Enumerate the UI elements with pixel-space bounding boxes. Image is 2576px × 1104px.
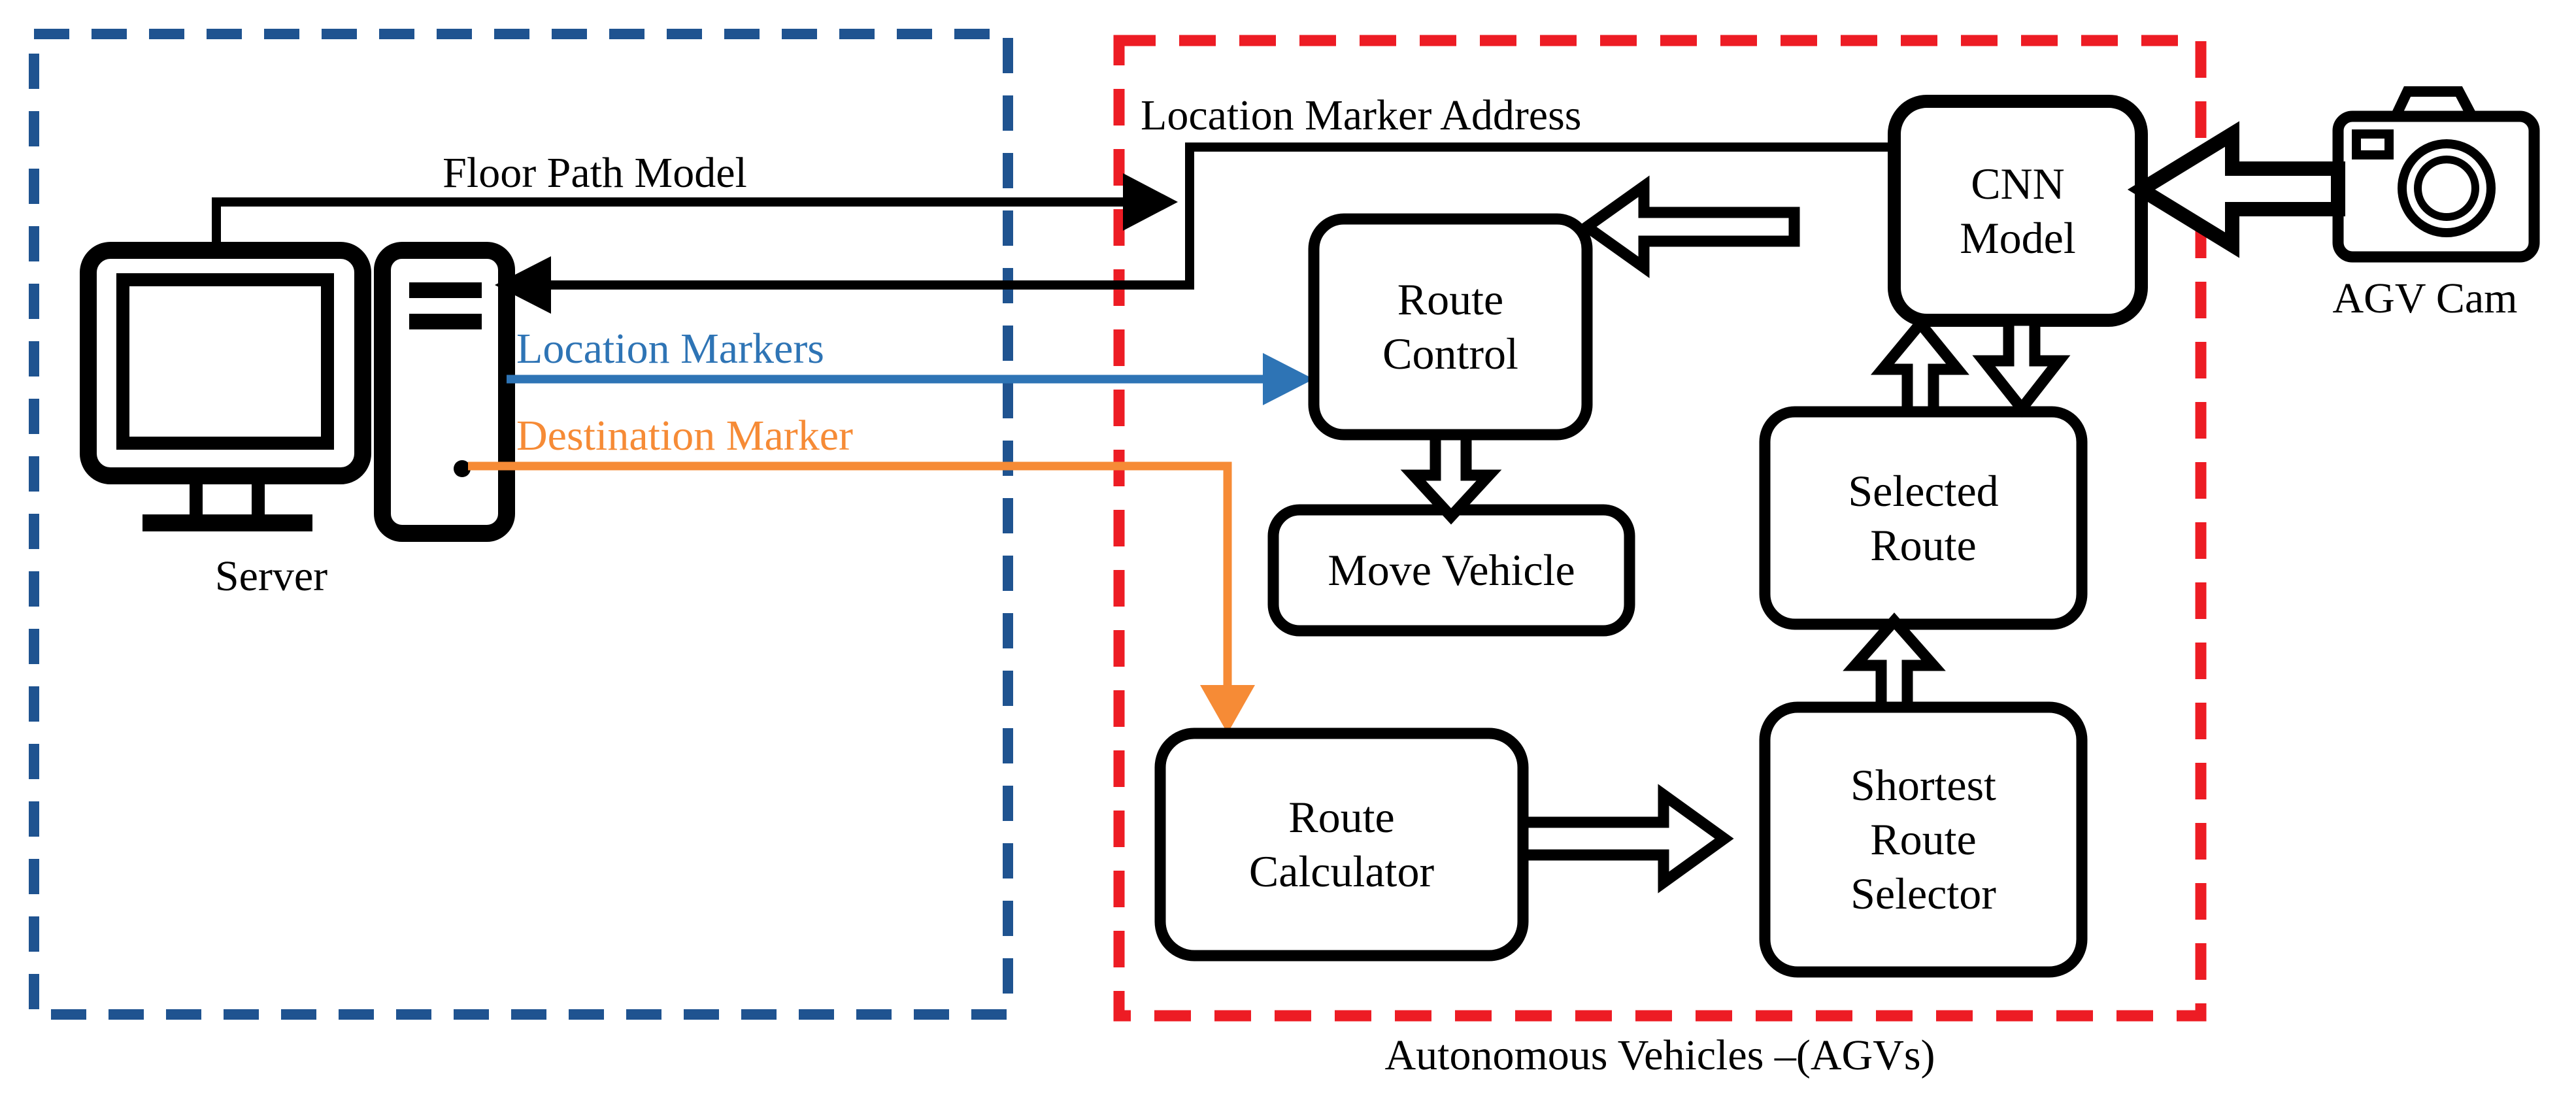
edge-label-location-markers: Location Markers	[516, 325, 824, 373]
server-icon-caption: Server	[214, 552, 328, 600]
node-selected-route-box[interactable]	[1759, 406, 2088, 630]
agv-zone-border	[1113, 35, 2207, 1022]
block-arrow-cam-to-cnn	[2127, 121, 2345, 258]
server-computer-icon	[80, 242, 515, 542]
edge-floor-path-model	[212, 173, 1178, 246]
edge-destination-marker	[468, 461, 1255, 733]
agv-cam-icon-caption: AGV Cam	[2332, 275, 2518, 322]
node-route-calculator-box[interactable]	[1154, 728, 1529, 962]
edge-label-floor-path-model: Floor Path Model	[443, 149, 747, 197]
node-shortest-route-selector-box[interactable]	[1759, 701, 2088, 978]
edge-label-location-marker-address: Location Marker Address	[1141, 92, 1582, 139]
server-zone-border	[29, 29, 1013, 1020]
block-arrow-calculator-to-selector	[1517, 784, 1734, 894]
agv-zone-caption: Autonomous Vehicles –(AGVs)	[1384, 1031, 1935, 1079]
block-arrow-selector-to-selected-route	[1843, 612, 1946, 713]
edge-label-destination-marker: Destination Marker	[516, 412, 854, 460]
block-arrow-cnn-to-route-control	[1577, 175, 1800, 278]
node-move-vehicle-box[interactable]	[1267, 504, 1635, 637]
edge-location-markers	[507, 353, 1314, 405]
edge-location-marker-address	[495, 142, 1894, 314]
node-cnn-model-box[interactable]	[1888, 95, 2148, 327]
block-arrow-cnn-to-selected-route	[1972, 314, 2071, 418]
block-arrow-route-control-to-move-vehicle	[1400, 429, 1502, 525]
node-route-control-box[interactable]	[1308, 213, 1593, 441]
block-arrow-selected-route-to-cnn	[1870, 314, 1969, 418]
camera-icon	[2332, 86, 2540, 263]
